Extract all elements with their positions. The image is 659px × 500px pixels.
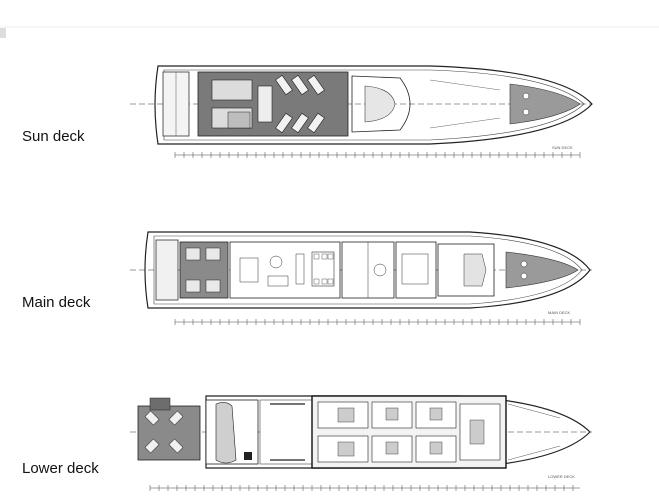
lower-deck-code: LOWER DECK	[548, 474, 575, 479]
tender	[215, 402, 237, 464]
lower-deck-label: Lower deck	[22, 460, 99, 477]
sun-deck-label: Sun deck	[22, 128, 85, 145]
main-deck-hull-outline	[144, 231, 591, 309]
main-deck-code: MAIN DECK	[548, 310, 571, 315]
main-deck-label: Main deck	[22, 294, 91, 311]
sun-loungers	[275, 74, 325, 134]
main-saloon	[229, 241, 341, 299]
sun-deck-code: SUN DECK	[552, 145, 573, 150]
sun-deck-hull-outline	[154, 65, 593, 145]
